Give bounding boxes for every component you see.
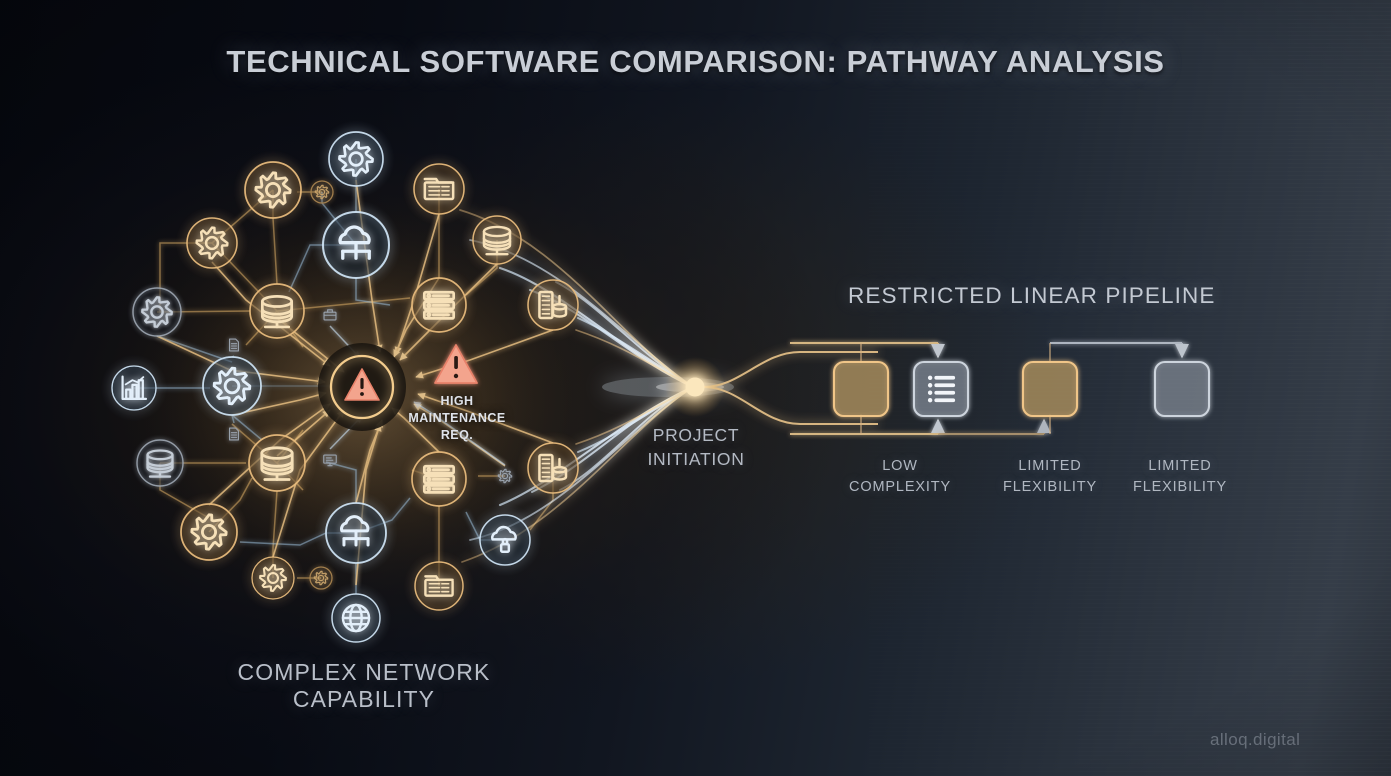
watermark: alloq.digital — [1210, 730, 1301, 749]
project-caption-line2: INITIATION — [647, 449, 745, 469]
pipeline-title: RESTRICTED LINEAR PIPELINE — [848, 283, 1216, 308]
project-initiation-caption: PROJECT INITIATION — [608, 423, 784, 471]
hub-caption-line2: MAINTENANCE — [408, 411, 506, 425]
step-caption-0-line1: LOW — [882, 458, 918, 474]
network-caption-line2: CAPABILITY — [292, 686, 436, 712]
page-title: TECHNICAL SOFTWARE COMPARISON: PATHWAY A… — [226, 44, 1165, 79]
step-caption-2-line1: LIMITED — [1148, 458, 1212, 474]
step-caption-limited-flexibility-1: LIMITED FLEXIBILITY — [979, 456, 1121, 498]
step-caption-1-line1: LIMITED — [1018, 458, 1082, 474]
step-caption-2-line2: FLEXIBILITY — [1133, 479, 1227, 495]
step-caption-low-complexity: LOW COMPLEXITY — [829, 456, 971, 498]
step-caption-0-line2: COMPLEXITY — [849, 479, 951, 495]
hub-caption-line3: REQ. — [440, 428, 474, 442]
hub-caption: HIGH MAINTENANCE REQ. — [397, 393, 517, 444]
hub-caption-line1: HIGH — [440, 394, 474, 408]
floating-warning-triangle-icon — [434, 344, 478, 384]
high-maintenance-hub-node[interactable] — [318, 343, 406, 431]
network-caption: COMPLEX NETWORK CAPABILITY — [186, 659, 542, 713]
project-caption-line1: PROJECT — [652, 425, 740, 445]
network-caption-line1: COMPLEX NETWORK — [237, 659, 491, 685]
step-caption-limited-flexibility-2: LIMITED FLEXIBILITY — [1109, 456, 1251, 498]
step-caption-1-line2: FLEXIBILITY — [1003, 479, 1097, 495]
